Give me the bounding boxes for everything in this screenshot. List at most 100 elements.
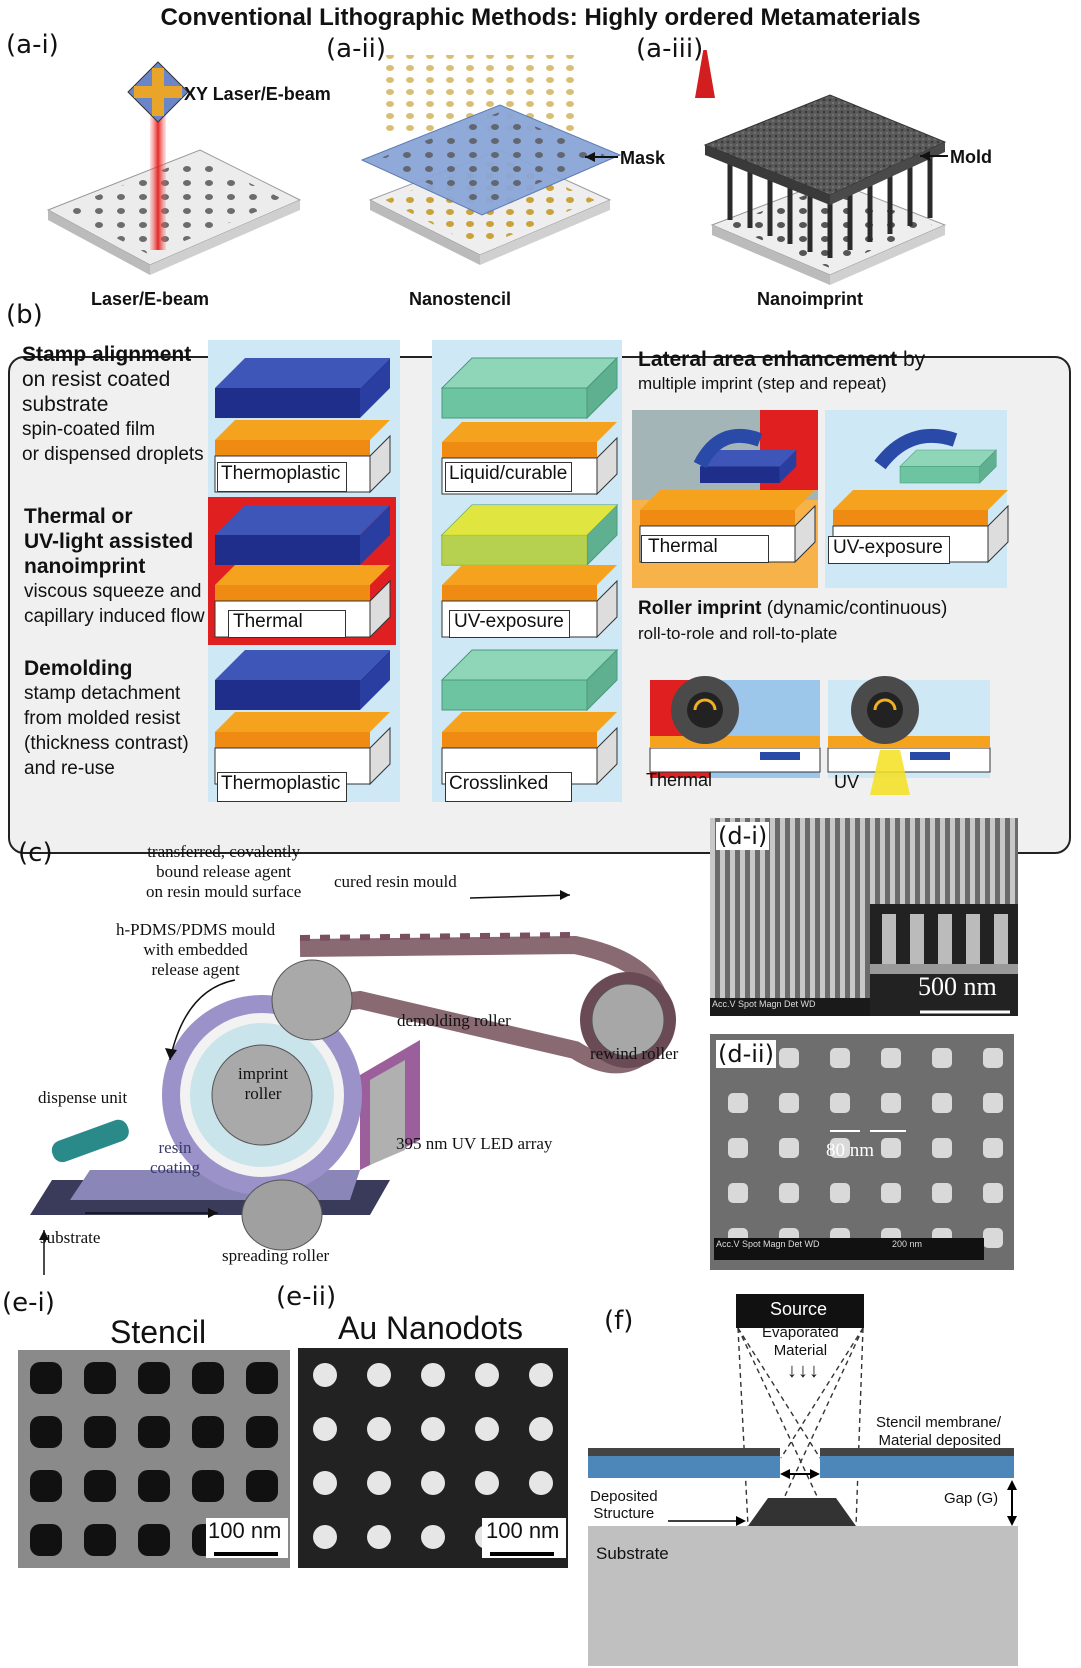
stencil-membrane-label: Stencil membrane/ Material deposited [876, 1414, 1001, 1450]
substrate-layer [588, 1526, 1018, 1666]
evaporated-label: Evaporated Material [762, 1324, 839, 1360]
panel-a-iii-label: (a-iii) [636, 34, 704, 64]
step-2-heading: Thermal or [24, 505, 133, 528]
hpdms-line: with embedded [143, 940, 248, 959]
deposited-structure-label: Deposited Structure [590, 1488, 658, 1522]
step-3-line: (thickness contrast) [24, 733, 189, 754]
stencil-mask [360, 104, 622, 216]
cured-resin-note: cured resin mould [334, 872, 457, 891]
roller-title: Roller imprint (dynamic/continuous) [638, 598, 947, 620]
panel-f-label: (f) [604, 1306, 634, 1336]
hpdms-line: h-PDMS/PDMS mould [116, 920, 276, 939]
mold-note: Mold [950, 147, 992, 167]
dispense-unit [51, 1119, 129, 1163]
panel-d-i-label: (d-i) [716, 822, 770, 850]
scale-e-ii: 100 nm [486, 1518, 560, 1543]
laser-note: XY Laser/E-beam [184, 84, 331, 104]
databar-d-i: Acc.V Spot Magn Det WD [712, 999, 816, 1009]
label-crosslinked: Crosslinked [445, 772, 572, 802]
panel-e-i-label: (e-i) [2, 1288, 55, 1318]
spreading-roller-note: spreading roller [222, 1246, 330, 1265]
imprint-roller-note: imprint roller [238, 1064, 288, 1104]
thermal-stamp-3 [215, 650, 390, 710]
databar-d-ii-scale: 200 nm [892, 1239, 923, 1249]
uv-stamp-1 [441, 357, 618, 419]
measure-d-ii: 80 nm [826, 1140, 875, 1161]
sem-e-i [18, 1350, 290, 1568]
demolding-note: demolding roller [397, 1011, 511, 1030]
step-1-line: or dispensed droplets [22, 444, 204, 465]
evaporation-cone [737, 1327, 864, 1527]
evaporated-line: Material [773, 1342, 828, 1359]
stencil-membrane-left [588, 1454, 780, 1478]
substrate-label: Substrate [596, 1544, 669, 1563]
stencil-line: Stencil membrane/ [876, 1414, 1002, 1431]
deposited-structure [748, 1498, 856, 1526]
sem-d-i [710, 818, 1018, 1016]
step-1-line: spin-coated film [22, 419, 156, 440]
imprint-mold [703, 94, 947, 258]
deposited-line: Structure [593, 1505, 655, 1522]
panel-b-illustrations [208, 340, 1009, 802]
panel-a-ii-label: (a-ii) [326, 34, 387, 64]
source-label: Source [770, 1299, 828, 1319]
scale-d-i: 500 nm [918, 972, 997, 1001]
step-1-line: on resist coated [22, 368, 171, 391]
gap-label: Gap (G) [944, 1490, 999, 1507]
step-1-heading: Stamp alignment [22, 343, 192, 366]
panel-e-ii-label: (e-ii) [276, 1282, 337, 1312]
transferred-line: on resin mould surface [146, 882, 302, 901]
source-block [736, 1294, 864, 1328]
databar-d-ii: Acc.V Spot Magn Det WD [716, 1239, 820, 1249]
panel-d-ii-label: (d-ii) [716, 1040, 776, 1068]
xy-stage-icon [127, 61, 189, 123]
label-roller-thermal: Thermal [646, 770, 713, 790]
step-2-line: capillary induced flow [24, 606, 205, 627]
imprint-line: roller [244, 1084, 282, 1103]
step-repeat-arrow-icon [874, 428, 958, 470]
panel-b-label: (b) [6, 300, 43, 330]
step-3-line: stamp detachment [24, 683, 181, 704]
label-thermoplastic-1: Thermoplastic [217, 462, 347, 492]
panel-a-illustrations [46, 50, 948, 285]
step-stamp-alignment: Stamp alignment on resist coated substra… [22, 342, 212, 467]
hpdms-note: h-PDMS/PDMS mould with embedded release … [116, 920, 275, 980]
hpdms-line: release agent [151, 960, 240, 979]
lateral-uv-stamp [899, 449, 997, 484]
uv-stamp-3 [441, 649, 618, 711]
resin-line: coating [150, 1158, 201, 1177]
step-3-heading: Demolding [24, 657, 133, 680]
label-lateral-uv: UV-exposure [828, 536, 950, 564]
dispense-note: dispense unit [38, 1088, 128, 1107]
roller-imprint-diagram [30, 890, 676, 1275]
red-arrow-icon [695, 50, 715, 98]
step-repeat-arrow-icon [693, 429, 763, 469]
rewind-note: rewind roller [590, 1044, 679, 1063]
stencil-deposition-diagram [588, 1294, 1018, 1666]
uv-light-icon [870, 750, 910, 795]
transferred-line: transferred, covalently [147, 842, 301, 861]
caption-nanoimprint: Nanoimprint [757, 289, 863, 309]
step-1-line: substrate [22, 393, 109, 416]
roller-subtitle: roll-to-role and roll-to-plate [638, 624, 838, 643]
step-2-heading: UV-light assisted [24, 530, 194, 553]
stencil-line: Material deposited [878, 1432, 1002, 1449]
imprint-line: imprint [238, 1064, 289, 1083]
step-3-line: from molded resist [24, 708, 181, 729]
caption-laser: Laser/E-beam [90, 289, 210, 309]
caption-nanostencil: Nanostencil [408, 289, 512, 309]
resin-coating-note: resin coating [150, 1138, 200, 1178]
sem-d-ii [710, 1034, 1014, 1270]
roller-title-bold: Roller imprint [638, 598, 762, 619]
label-liquid-curable: Liquid/curable [445, 462, 572, 492]
transferred-note: transferred, covalently bound release ag… [146, 842, 301, 902]
lateral-title-bold: Lateral area enhancement [638, 348, 898, 371]
laser-plate [46, 149, 302, 275]
label-roller-uv: UV [834, 772, 860, 792]
label-lateral-thermal: Thermal [641, 535, 769, 563]
stencil-membrane-right [820, 1454, 1014, 1478]
mask-note: Mask [620, 148, 666, 168]
substrate-note: substrate [40, 1228, 101, 1247]
roller-paren: (dynamic/continuous) [761, 598, 948, 619]
roller-direction-arrow-icon [910, 752, 950, 760]
